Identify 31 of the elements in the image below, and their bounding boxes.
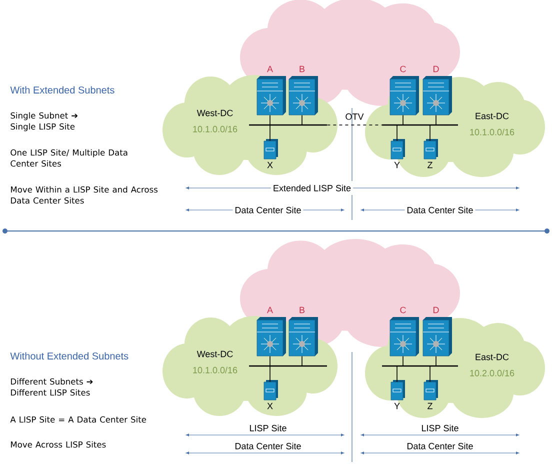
connector [326,124,382,126]
edge-label: OTV [346,113,364,120]
switch-label: D [434,66,439,72]
dimension-label: Data Center Site [407,442,473,450]
server-label: X [267,402,273,410]
dimension-label: Data Center Site [235,442,301,450]
dimension-label: Data Center Site [232,204,304,216]
description: One LISP Site/ Multiple Data Center Sites [10,149,128,167]
description: Single Subnet ➔ Single LISP Site [10,112,78,132]
switch-label: B [300,306,305,314]
server-label: Z [428,162,432,168]
dimension-label: Data Center Site [404,204,476,216]
switch-label: C [400,306,406,314]
switch-label: A [267,306,273,314]
switch-label: B [300,66,305,72]
dimension-label: LISP Site [422,424,458,432]
server-label: Y [394,162,400,168]
section-heading: Without Extended Subnets [10,352,128,360]
dimension-label: Extended LISP Site [270,182,354,194]
description: Different Subnets ➔ Different LISP Sites [11,378,93,396]
switch-label: C [400,66,406,72]
description: Move Across LISP Sites [11,441,106,448]
description: A LISP Site = A Data Center Site [10,416,146,423]
description: Move Within a LISP Site and Across Data Center Sites [11,186,158,204]
server-label: Y [394,402,400,410]
switch-label: A [267,66,273,72]
server-label: Z [428,402,432,410]
dimension-label: LISP Site [250,424,286,432]
switch-label: D [434,306,439,314]
section-heading: With Extended Subnets [10,86,114,94]
server-label: X [267,162,273,168]
